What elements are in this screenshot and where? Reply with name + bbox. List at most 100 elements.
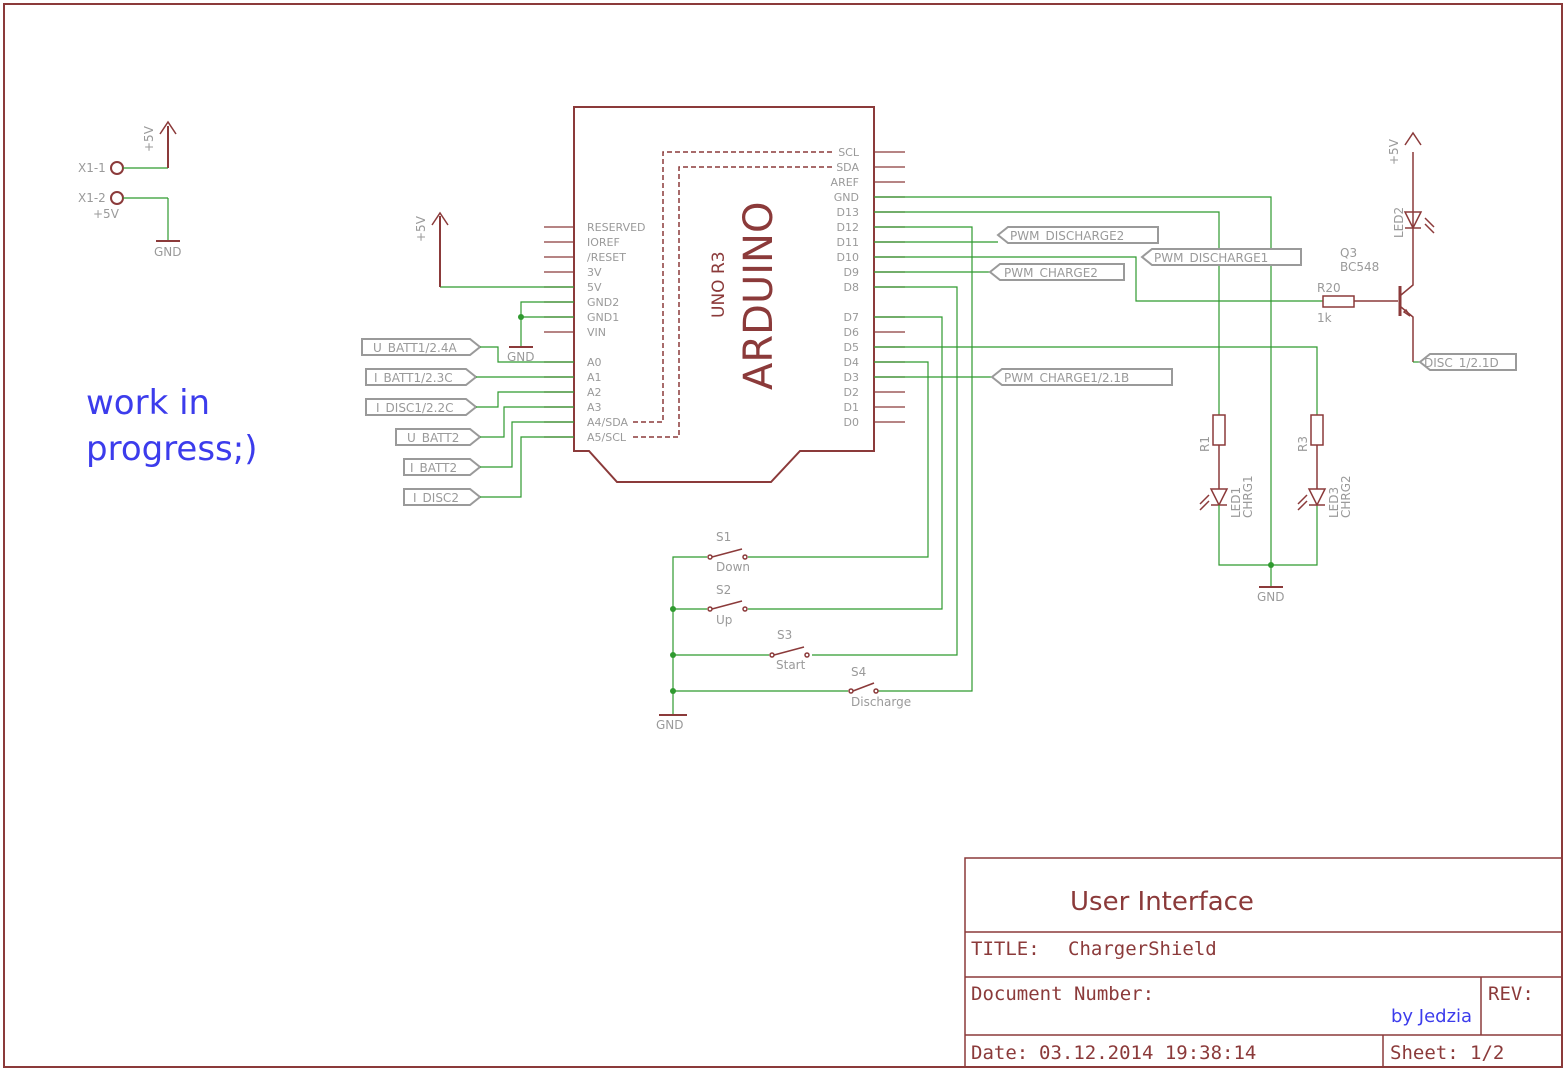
title-label: TITLE:: [971, 938, 1040, 960]
vcc-label: +5V: [142, 125, 156, 152]
note-line-2: progress;): [86, 429, 258, 469]
label-pwm-discharge1: PWM_DISCHARGE1: [1154, 251, 1268, 265]
pin-label-gnd: GND: [834, 191, 859, 204]
led3-net: CHRG2: [1339, 475, 1353, 518]
pin-label-d4: D4: [844, 356, 859, 369]
rev-label: REV:: [1488, 983, 1534, 1005]
arduino-brand: ARDUINO: [736, 202, 782, 390]
pin-label-d6: D6: [844, 326, 859, 339]
pin-label-aref: AREF: [831, 176, 859, 189]
gnd-label: GND: [154, 245, 182, 259]
s2-name: Up: [716, 613, 732, 627]
arduino-gnd: GND: [507, 301, 574, 364]
arduino-5v-supply: +5V: [414, 211, 574, 288]
sheet-value: 1/2: [1470, 1042, 1504, 1064]
gnd-label-arduino: GND: [507, 350, 535, 364]
analog-nets: U_BATT1/2.4A I_BATT1/2.3C I_DISC1/2.2C U…: [361, 338, 574, 506]
label-i-batt2: I_BATT2: [410, 461, 457, 475]
pin-label-a0: A0: [587, 356, 602, 369]
pin-label-a5-scl: A5/SCL: [587, 431, 627, 444]
pin-label-gnd2: GND2: [587, 296, 619, 309]
label-i-batt1: I_BATT1/2.3C: [374, 371, 453, 385]
author-note: by Jedzia: [1391, 1006, 1472, 1027]
title-block: User Interface TITLE: ChargerShield Docu…: [964, 857, 1563, 1068]
led1-net: CHRG1: [1241, 475, 1255, 518]
gnd-label-switches: GND: [656, 718, 684, 732]
date-label: Date:: [971, 1042, 1028, 1064]
vcc-label-arduino: +5V: [414, 215, 428, 242]
pin-label-vin: VIN: [587, 326, 606, 339]
pin-label-d2: D2: [844, 386, 859, 399]
switches: GND S1 Down S2 Up S3 Start S4 Discharge: [656, 530, 911, 732]
label-disc: DISC_1/2.1D: [1424, 356, 1499, 370]
title-block-heading: User Interface: [1070, 887, 1254, 917]
pin-label-d5: D5: [844, 341, 859, 354]
pin-label-d11: D11: [837, 236, 859, 249]
pin-label-reserved: RESERVED: [587, 221, 646, 234]
s1-name: Down: [716, 560, 750, 574]
pin-label-d3: D3: [844, 371, 859, 384]
label-i-disc2: I_DISC2: [413, 491, 459, 505]
pin-label-d13: D13: [837, 206, 859, 219]
pin-label-d12: D12: [837, 221, 859, 234]
x1-1-label: X1-1: [78, 161, 106, 175]
digital-nets: PWM_DISCHARGE2 PWM_DISCHARGE1 PWM_CHARGE…: [748, 196, 1323, 692]
led1-ref: LED1: [1229, 487, 1243, 518]
x1-2-value: +5V: [93, 207, 120, 221]
pin-label-a2: A2: [587, 386, 602, 399]
led2-ref: LED2: [1392, 207, 1406, 238]
label-pwm-charge1: PWM_CHARGE1/2.1B: [1004, 371, 1129, 385]
gnd-label-leds: GND: [1257, 590, 1285, 604]
pin-label-a3: A3: [587, 401, 602, 414]
r1-ref: R1: [1198, 436, 1212, 452]
title-value: ChargerShield: [1068, 938, 1217, 960]
label-u-batt1: U_BATT1/2.4A: [373, 341, 458, 355]
transistor-stage: R20 1k Q3 BC548 +5V LED2 DISC_1/2.1D: [1317, 131, 1517, 371]
s4-name: Discharge: [851, 695, 911, 709]
pin-label-sda: SDA: [836, 161, 859, 174]
s3-name: Start: [776, 658, 806, 672]
q3-type: BC548: [1340, 260, 1379, 274]
label-pwm-charge2: PWM_CHARGE2: [1004, 266, 1098, 280]
label-i-disc1: I_DISC1/2.2C: [376, 401, 453, 415]
s3-ref: S3: [777, 628, 792, 642]
arduino-board: [573, 106, 875, 483]
q3-ref: Q3: [1340, 246, 1357, 260]
scl-bus: [632, 151, 832, 423]
r20-value: 1k: [1317, 311, 1332, 325]
document-number-label: Document Number:: [971, 983, 1154, 1005]
vcc-label-led2: +5V: [1387, 138, 1401, 165]
led3-ref: LED3: [1327, 487, 1341, 518]
s4-ref: S4: [851, 665, 866, 679]
pin-label-d0: D0: [844, 416, 859, 429]
date-value: 03.12.2014 19:38:14: [1039, 1042, 1256, 1064]
note-line-1: work in: [86, 383, 210, 423]
pin-label-gnd1: GND1: [587, 311, 619, 324]
sda-bus: [632, 166, 832, 438]
s1-ref: S1: [716, 530, 731, 544]
r3-led3-branch: R3 LED3 CHRG2: [1296, 414, 1353, 518]
pin-label-ioref: IOREF: [587, 236, 620, 249]
pin-label-d1: D1: [844, 401, 859, 414]
pin-label-scl: SCL: [838, 146, 860, 159]
label-u-batt2: U_BATT2: [407, 431, 459, 445]
pin-label-d9: D9: [844, 266, 859, 279]
pin-label-d7: D7: [844, 311, 859, 324]
s2-ref: S2: [716, 583, 731, 597]
pin-label-5v: 5V: [587, 281, 602, 294]
pin-label-a4-sda: A4/SDA: [587, 416, 628, 429]
r20-ref: R20: [1317, 281, 1341, 295]
pin-label--reset: /RESET: [587, 251, 626, 264]
arduino-model: UNO R3: [709, 251, 729, 318]
r1-led1-branch: R1 LED1 CHRG1 GND: [1198, 414, 1318, 604]
x1-2-label: X1-2: [78, 191, 106, 205]
sheet-label: Sheet:: [1390, 1042, 1459, 1064]
connector-x1: X1-1 X1-2 +5V GND +5V: [78, 120, 182, 259]
pin-label-d10: D10: [837, 251, 859, 264]
pin-label-a1: A1: [587, 371, 602, 384]
label-pwm-discharge2: PWM_DISCHARGE2: [1010, 229, 1124, 243]
r3-ref: R3: [1296, 436, 1310, 452]
pin-label-3v: 3V: [587, 266, 602, 279]
